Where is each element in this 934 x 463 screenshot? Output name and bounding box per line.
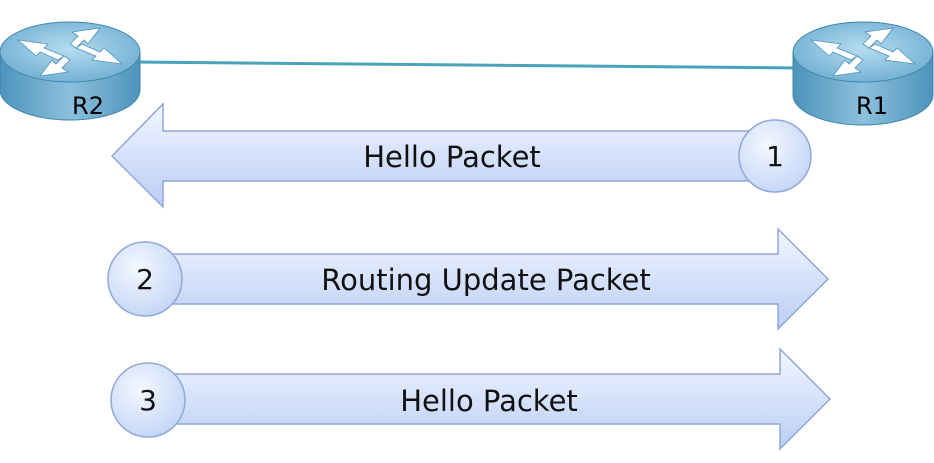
step-1-number: 1 — [766, 140, 784, 173]
router-r2-label: R2 — [72, 92, 104, 120]
router-arrows-icon — [16, 27, 124, 77]
step-3-label: Hello Packet — [400, 384, 578, 418]
router-arrows-icon — [809, 27, 917, 77]
router-link — [134, 60, 801, 70]
router-r2-top — [0, 21, 141, 83]
arrow-right-shape — [147, 347, 832, 451]
step-1-arrow: Hello Packet 1 — [110, 102, 812, 209]
step-3-circle — [110, 362, 186, 438]
router-r1-label: R1 — [856, 92, 888, 120]
step-3-number: 3 — [139, 384, 157, 417]
step-2-arrow: 2 Routing Update Packet — [107, 227, 830, 331]
step-2-label: Routing Update Packet — [321, 263, 651, 297]
step-2-number: 2 — [136, 263, 154, 296]
step-2-circle — [107, 241, 183, 317]
router-r1-top — [792, 21, 934, 83]
step-3-arrow: 3 Hello Packet — [110, 347, 832, 451]
arrow-right-shape — [144, 227, 830, 331]
step-1-circle — [738, 119, 812, 193]
router-r2[interactable]: R2 — [0, 21, 141, 121]
step-1-label: Hello Packet — [363, 140, 541, 174]
router-r1[interactable]: R1 — [792, 21, 934, 126]
